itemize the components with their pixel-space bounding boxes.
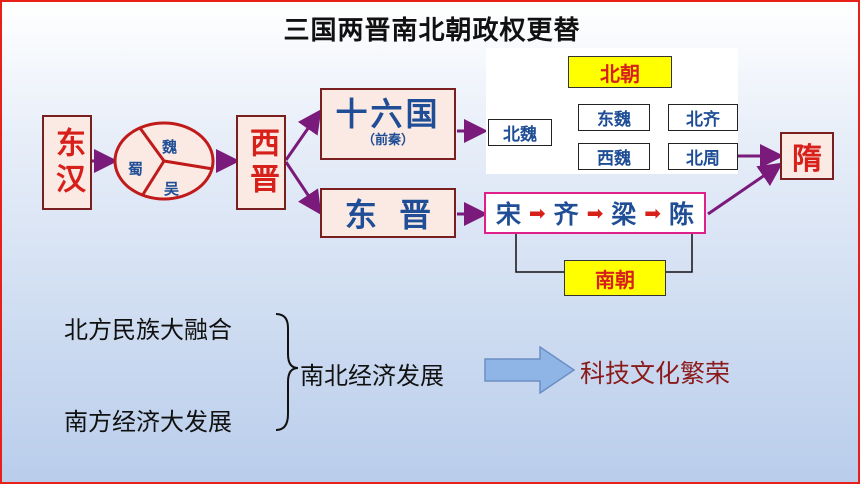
box-bei-chao: 北朝 [568,56,672,88]
box-xi-wei: 西魏 [578,143,650,170]
line-nanchao-chen [666,234,693,273]
text-south-development: 南方经济大发展 [64,408,232,436]
text-culture-prosperity: 科技文化繁荣 [580,359,731,388]
text-economic-development: 南北经济发展 [300,362,444,390]
box-bei-zhou: 北周 [668,143,738,170]
arrow-xijin-shiliuguo [284,109,322,161]
box-xi-jin: 西晋 [236,115,286,210]
brace [275,313,299,431]
dynasty-chen: 陈 [668,200,694,229]
arrow-right-icon: ➡ [644,201,661,225]
box-south-dynasties: 宋 ➡ 齐 ➡ 梁 ➡ 陈 [484,192,706,234]
dynasty-song: 宋 [495,200,521,229]
box-dong-han: 东汉 [42,115,92,210]
shiliuguo-label: 十六国 [335,95,441,133]
box-dong-jin: 东 晋 [320,188,456,238]
dynasty-liang: 梁 [611,200,637,229]
box-dong-wei: 东魏 [578,104,650,131]
text-north-fusion: 北方民族大融合 [64,316,232,344]
arrow-chen-sui [707,162,783,216]
arrow-xijin-dongjin [284,161,322,215]
big-arrow-icon [484,346,576,394]
arrow-right-icon: ➡ [586,201,604,225]
box-shiliuguo: 十六国 （前秦） [320,88,456,160]
box-bei-wei: 北魏 [488,119,552,146]
shiliuguo-note: （前秦） [361,133,414,148]
dynasty-qi: 齐 [553,200,579,229]
arrow-right-icon: ➡ [528,201,546,225]
box-sui: 隋 [780,132,834,180]
box-nan-chao: 南朝 [564,260,666,296]
line-song-nanchao [515,234,564,273]
page-title: 三国两晋南北朝政权更替 [283,16,581,46]
label-wu: 吴 [164,180,180,198]
label-shu: 蜀 [128,160,144,178]
box-bei-qi: 北齐 [668,104,738,131]
label-wei: 魏 [162,138,178,156]
sanguo-circle [113,121,215,201]
